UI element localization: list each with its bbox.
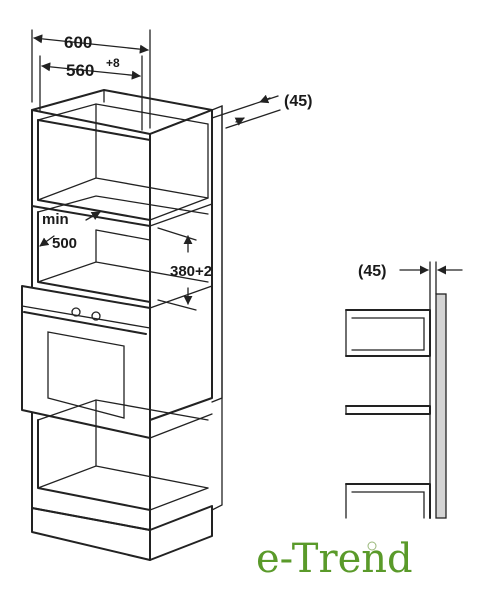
label-gap-side: (45) — [358, 263, 386, 280]
dimension-min-500: min 500 — [39, 211, 101, 252]
label-380: 380+2 — [170, 263, 212, 280]
dimension-gap-top: (45) — [211, 93, 312, 129]
label-min: min — [42, 211, 69, 228]
label-gap-top: (45) — [284, 93, 312, 110]
dimension-niche-height: 380+2 — [157, 227, 212, 311]
side-section-detail: (45) — [345, 261, 463, 519]
logo-text: e-Trend — [256, 536, 413, 582]
dimension-560: 560 +8 — [39, 55, 143, 131]
tall-cabinet — [21, 89, 223, 561]
label-600: 600 — [64, 33, 92, 52]
label-560-tolerance: +8 — [106, 56, 120, 70]
label-500: 500 — [52, 235, 77, 252]
dimension-600: 600 — [31, 29, 151, 129]
label-560: 560 — [66, 61, 94, 80]
brand-logo: e-Trend — [256, 536, 413, 582]
